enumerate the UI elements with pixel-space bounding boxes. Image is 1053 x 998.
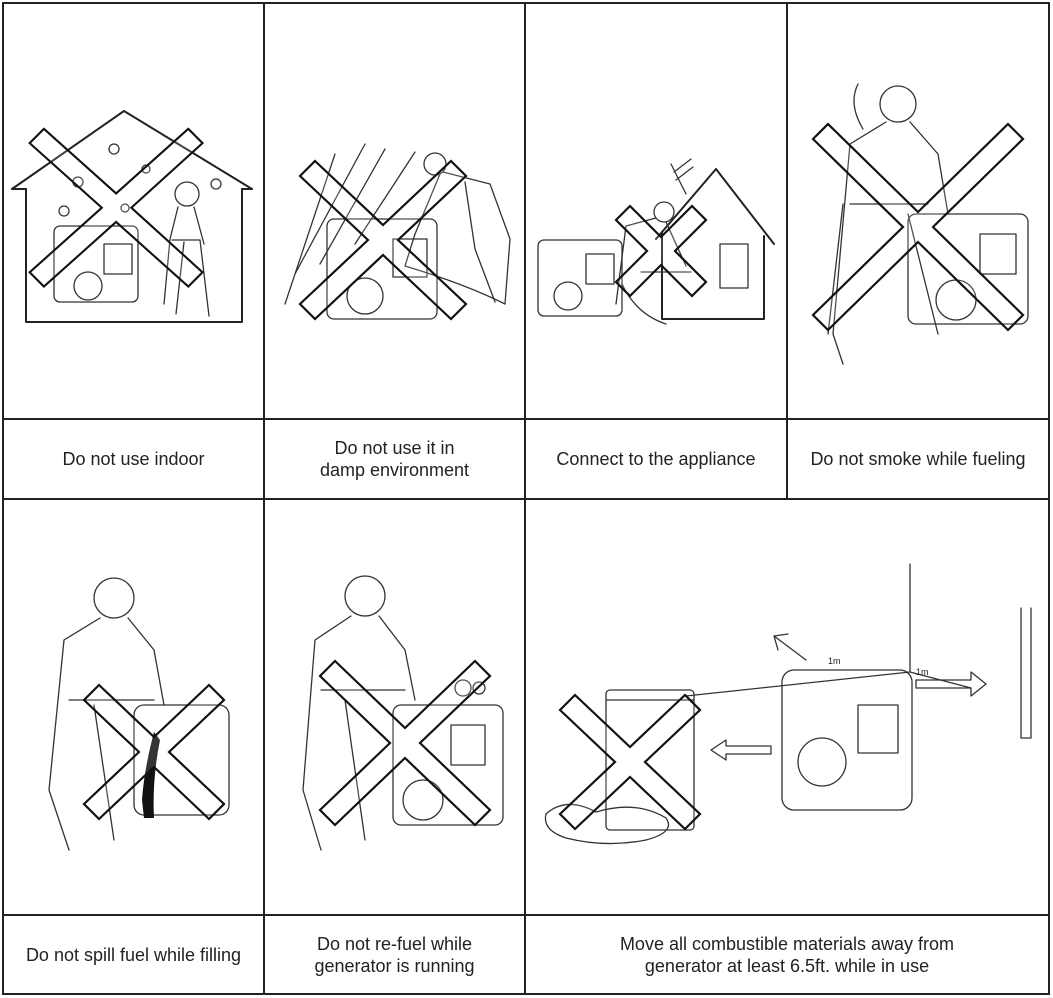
- panel-damp-caption: Do not use it in damp environment: [263, 418, 526, 500]
- indoor-generator-prohibited-icon: [11, 110, 253, 323]
- distance-label-side: 1m: [916, 667, 929, 677]
- panel-refuel-image: [263, 498, 526, 916]
- smoking-while-fueling-prohibited-icon: [811, 83, 1029, 365]
- panel-distance-image: 1m 1m: [524, 498, 1050, 916]
- panel-indoor-caption: Do not use indoor: [2, 418, 265, 500]
- damp-environment-prohibited-icon: [284, 143, 511, 321]
- refuel-running-prohibited-icon: [302, 575, 504, 851]
- panel-smoke-image: [786, 2, 1050, 420]
- distance-label-back: 1m: [828, 656, 841, 666]
- caption-text: Do not re-fuel while generator is runnin…: [314, 933, 475, 976]
- panel-appliance-caption: Connect to the appliance: [524, 418, 788, 500]
- panel-appliance-image: [524, 2, 788, 420]
- caption-text: Connect to the appliance: [556, 449, 756, 469]
- caption-text: Do not smoke while fueling: [810, 449, 1026, 469]
- caption-text: Do not use indoor: [62, 449, 205, 469]
- panel-spill-image: [2, 498, 265, 916]
- caption-text: Do not use it in damp environment: [319, 438, 470, 480]
- caption-text: Move all combustible materials away from…: [619, 933, 955, 976]
- panel-indoor-image: [2, 2, 265, 420]
- clearance-distance-icon: 1m 1m: [544, 563, 1032, 845]
- caption-text: Do not spill fuel while filling: [25, 944, 242, 965]
- panel-distance-caption: Move all combustible materials away from…: [524, 914, 1050, 995]
- panel-damp-image: [263, 2, 526, 420]
- panel-spill-caption: Do not spill fuel while filling: [2, 914, 265, 995]
- panel-smoke-caption: Do not smoke while fueling: [786, 418, 1050, 500]
- appliance-connection-prohibited-icon: [537, 158, 775, 325]
- panel-refuel-caption: Do not re-fuel while generator is runnin…: [263, 914, 526, 995]
- fuel-spill-prohibited-icon: [48, 577, 230, 851]
